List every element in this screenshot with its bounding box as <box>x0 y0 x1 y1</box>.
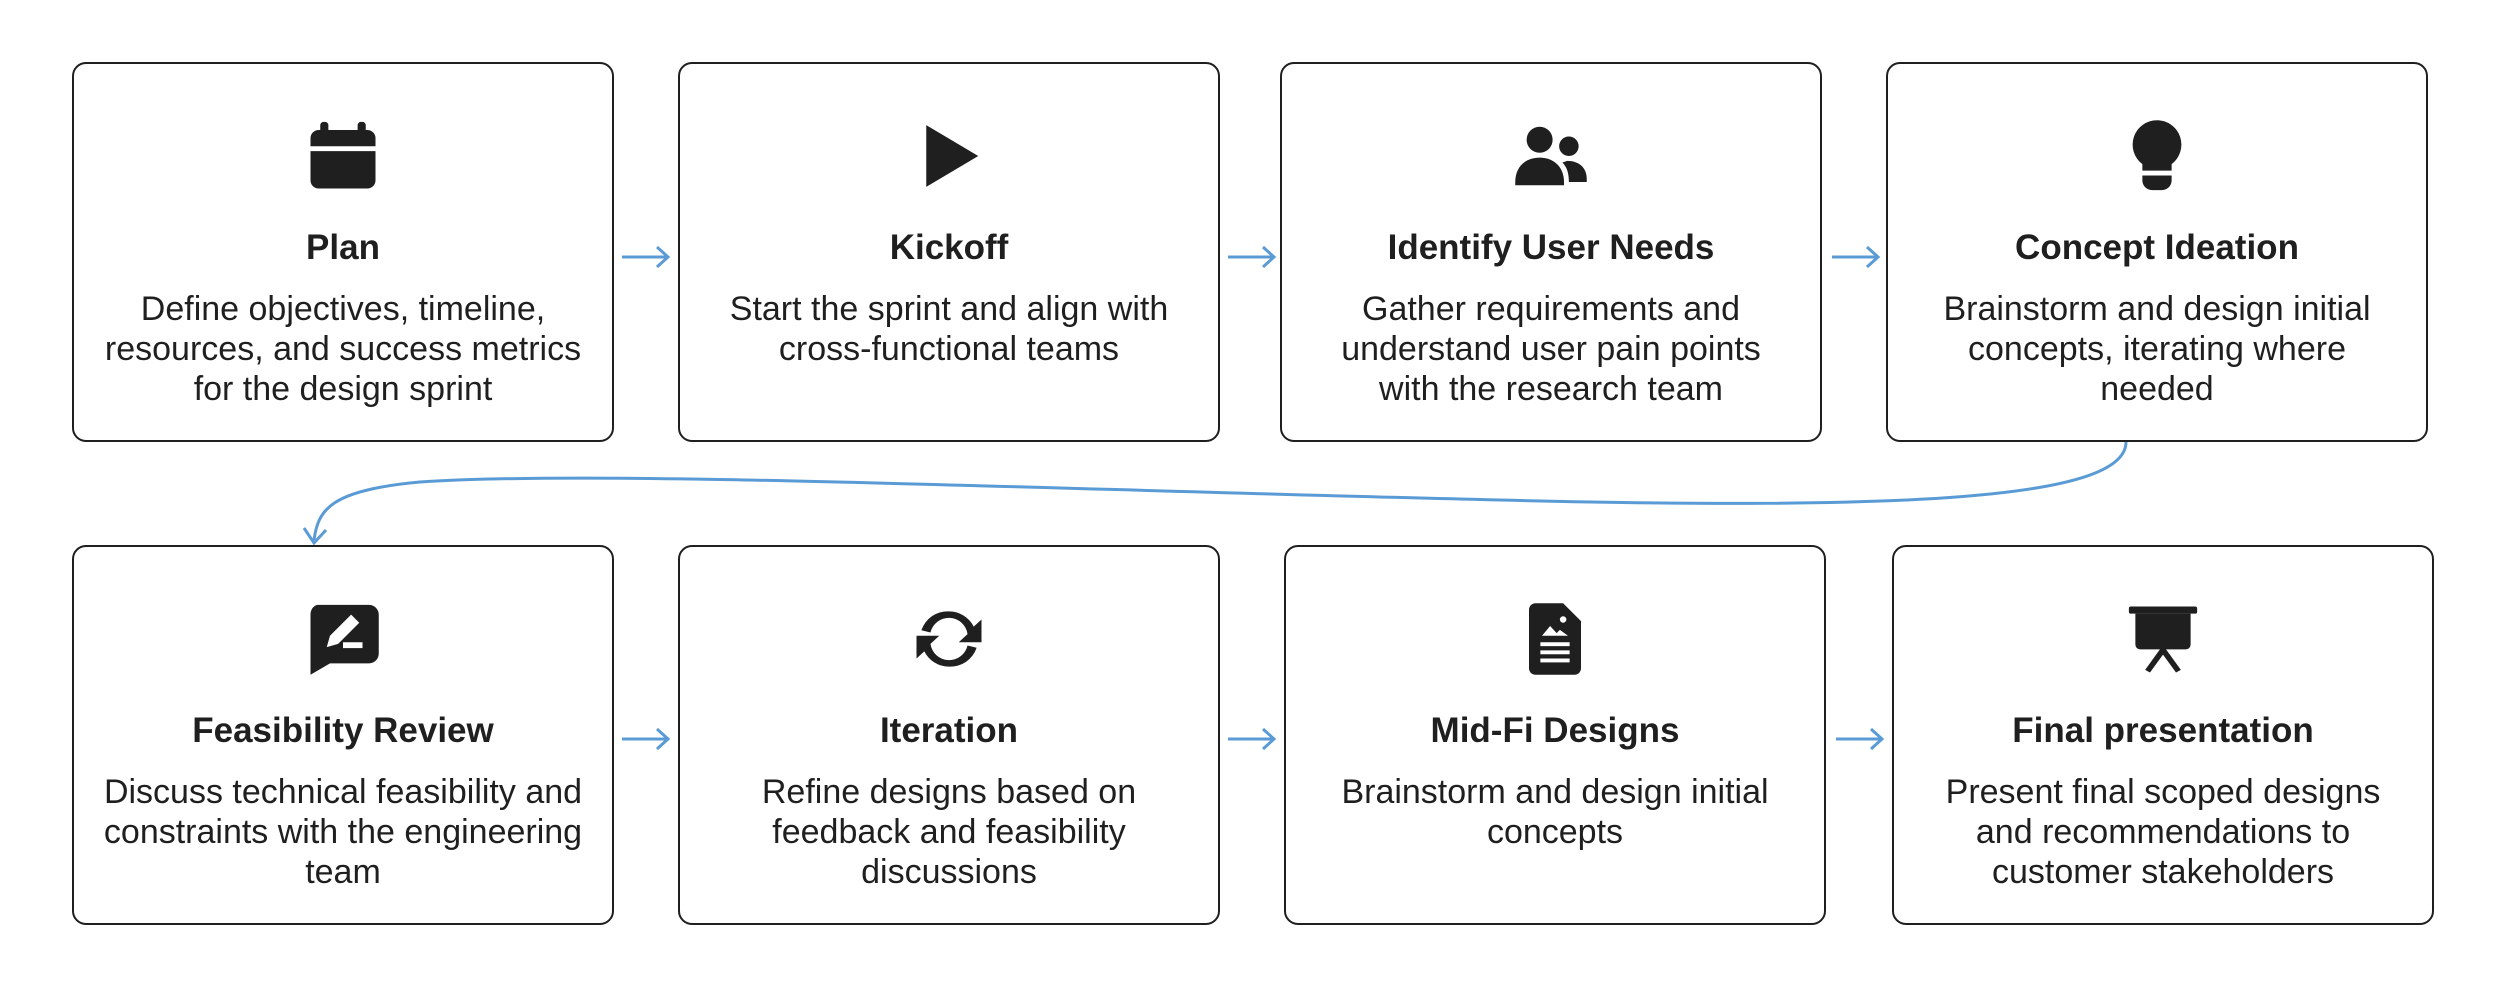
step-description: Start the sprint and align with cross-fu… <box>729 290 1169 368</box>
flow-arrow-1 <box>622 245 671 269</box>
flow-arrow-6 <box>1836 727 1885 751</box>
users-icon <box>1282 116 1820 196</box>
step-card-plan: Plan Define objectives, timeline, resour… <box>72 62 614 442</box>
refresh-icon <box>680 599 1218 679</box>
flow-arrow-5 <box>1228 727 1277 751</box>
calendar-icon <box>74 116 612 196</box>
step-description: Brainstorm and design initial concepts, … <box>1943 290 2371 408</box>
step-description: Present final scoped designs and recomme… <box>1945 773 2381 891</box>
step-card-feasibility-review: Feasibility Review Discuss technical fea… <box>72 545 614 925</box>
step-description: Brainstorm and design initial concepts <box>1341 773 1769 851</box>
image-document-icon <box>1286 599 1824 679</box>
play-icon <box>680 116 1218 196</box>
step-description: Gather requirements and understand user … <box>1341 290 1761 408</box>
flow-arrow-3 <box>1832 245 1881 269</box>
step-card-iteration: Iteration Refine designs based on feedba… <box>678 545 1220 925</box>
step-title: Mid-Fi Designs <box>1430 711 1680 750</box>
step-card-kickoff: Kickoff Start the sprint and align with … <box>678 62 1220 442</box>
step-title: Final presentation <box>2012 711 2314 750</box>
step-card-mid-fi-designs: Mid-Fi Designs Brainstorm and design ini… <box>1284 545 1826 925</box>
step-card-concept-ideation: Concept Ideation Brainstorm and design i… <box>1886 62 2428 442</box>
lightbulb-icon <box>1888 116 2426 196</box>
signature-message-icon <box>74 599 612 679</box>
presentation-board-icon <box>1894 599 2432 679</box>
step-card-final-presentation: Final presentation Present final scoped … <box>1892 545 2434 925</box>
flow-arrow-2 <box>1228 245 1277 269</box>
step-title: Plan <box>306 228 380 267</box>
step-title: Feasibility Review <box>192 711 494 750</box>
row-connector-arrow <box>312 441 2128 541</box>
step-description: Discuss technical feasibility and constr… <box>103 773 583 891</box>
step-title: Concept Ideation <box>2015 228 2299 267</box>
step-card-identify-user-needs: Identify User Needs Gather requirements … <box>1280 62 1822 442</box>
row-connector-arrowhead <box>302 527 328 546</box>
step-title: Iteration <box>879 711 1019 750</box>
step-title: Kickoff <box>889 228 1009 267</box>
step-title: Identify User Needs <box>1387 228 1715 267</box>
step-description: Refine designs based on feedback and fea… <box>761 773 1137 891</box>
step-description: Define objectives, timeline, resources, … <box>104 290 582 408</box>
flow-arrow-4 <box>622 727 671 751</box>
